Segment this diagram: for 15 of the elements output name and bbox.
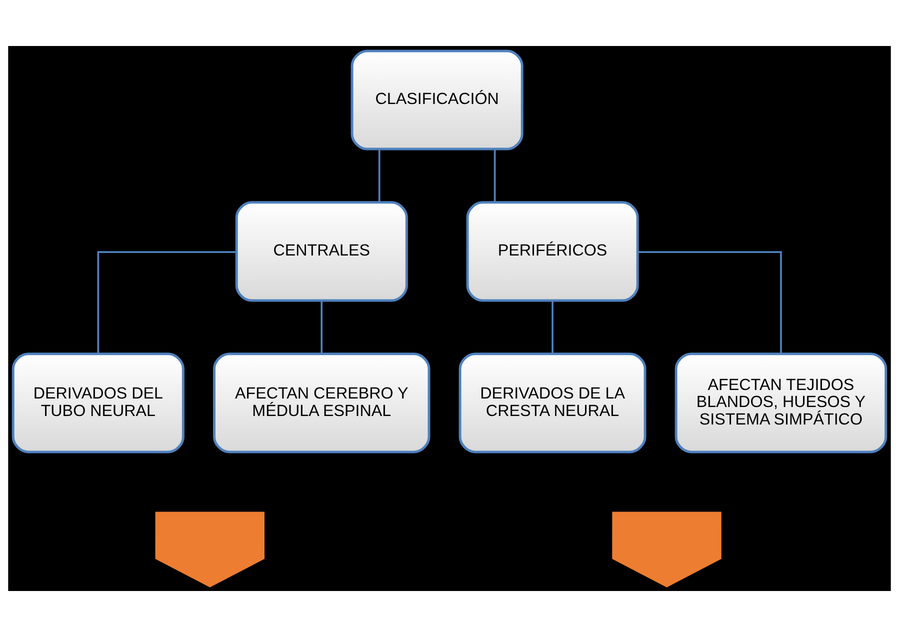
node-box: DERIVADOS DE LA CRESTA NEURAL bbox=[458, 352, 646, 453]
node-arrow bbox=[612, 511, 722, 587]
connector bbox=[378, 148, 380, 202]
node-box: PERIFÉRICOS bbox=[466, 200, 639, 302]
connector bbox=[97, 250, 237, 354]
connector bbox=[552, 300, 554, 353]
node-box: AFECTAN TEJIDOS BLANDOS, HUESOS Y SISTEMA SIMPÁTICO bbox=[674, 352, 888, 453]
node-arrow bbox=[155, 511, 265, 587]
node-box: CLASIFICACIÓN bbox=[350, 49, 524, 150]
node-box: CENTRALES bbox=[235, 200, 408, 302]
node-box: DERIVADOS DEL TUBO NEURAL bbox=[12, 352, 184, 453]
connector bbox=[494, 148, 496, 202]
connector bbox=[320, 300, 323, 353]
connector bbox=[638, 250, 782, 354]
node-box: AFECTAN CEREBRO Y MÉDULA ESPINAL bbox=[213, 352, 430, 453]
